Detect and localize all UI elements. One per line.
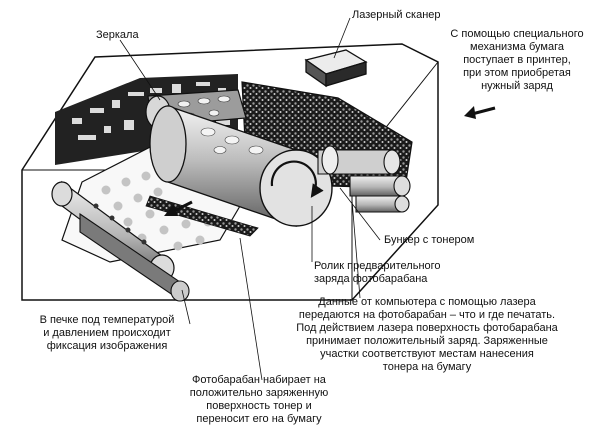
- paper-feed-label: С помощью специального механизма бумага …: [450, 28, 584, 92]
- fuser-rollers: [51, 180, 190, 302]
- laser-scanner-label: Лазерный сканер: [352, 9, 441, 21]
- photo-drum: [149, 105, 333, 227]
- fuser-label: В печке под температурой и давлением про…: [39, 314, 175, 352]
- laser-scanner: [304, 49, 368, 88]
- drum-transfer-label: Фотобарабан набирает на положительно зар…: [189, 374, 329, 425]
- paper-exit-arrow: [164, 200, 193, 216]
- precharge-roller: [317, 145, 401, 175]
- leader-lines: [119, 17, 381, 381]
- laser-data-label: Данные от компьютера с помощью лазера пе…: [296, 296, 558, 373]
- toner-hopper-label: Бункер с тонером: [384, 234, 475, 246]
- paper-intake-arrow: [464, 106, 496, 119]
- mirrors-label: Зеркала: [96, 29, 139, 41]
- precharge-roller-label: Ролик предварительного заряда фотобараба…: [314, 260, 441, 285]
- feed-rollers: [349, 175, 411, 213]
